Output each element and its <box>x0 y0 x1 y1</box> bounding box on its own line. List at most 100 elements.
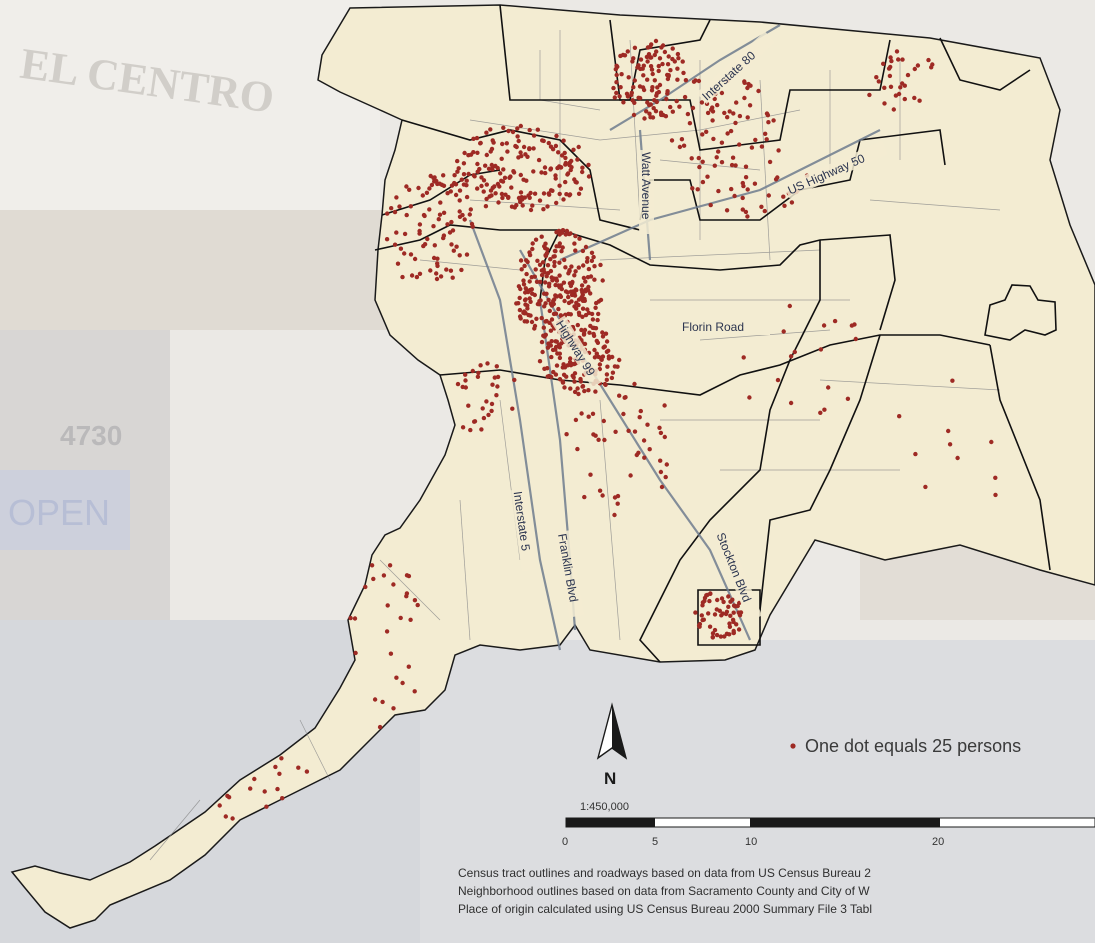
population-dot <box>766 193 771 198</box>
population-dot <box>624 91 630 97</box>
population-dot <box>580 248 586 254</box>
legend: One dot equals 25 persons <box>790 736 1021 756</box>
population-dot <box>546 191 551 196</box>
population-dot <box>652 98 657 103</box>
population-dot <box>553 293 558 298</box>
population-dot <box>612 512 617 518</box>
population-dot <box>654 91 660 96</box>
population-dot <box>549 303 555 308</box>
population-dot <box>792 349 797 355</box>
population-dot <box>592 277 597 282</box>
population-dot <box>483 204 489 209</box>
population-dot <box>522 263 527 269</box>
highway-99-label-bg <box>551 315 605 388</box>
population-dot <box>579 287 584 293</box>
population-dot <box>700 179 706 185</box>
population-dot <box>582 327 588 333</box>
population-dot <box>468 207 473 212</box>
population-dot <box>566 294 571 300</box>
population-dot <box>468 427 473 433</box>
population-dot <box>513 143 518 149</box>
population-dot <box>554 200 559 206</box>
population-dot <box>490 167 495 172</box>
population-dot <box>905 72 911 78</box>
population-dot <box>518 150 523 155</box>
population-dot <box>584 259 590 264</box>
population-dot <box>642 455 647 460</box>
population-dot <box>432 175 437 180</box>
population-dot <box>497 184 502 189</box>
population-dot <box>598 262 603 268</box>
population-dot <box>424 190 430 195</box>
population-dot <box>641 63 646 68</box>
population-dot <box>549 354 554 360</box>
population-dot <box>781 329 786 334</box>
population-dot <box>528 299 533 304</box>
population-dot <box>600 334 606 339</box>
population-dot <box>578 186 584 191</box>
population-dot <box>666 54 671 59</box>
population-dot <box>576 391 581 397</box>
population-dot <box>550 347 556 353</box>
population-dot <box>387 563 393 568</box>
population-dot <box>913 451 918 457</box>
population-dot <box>466 403 471 408</box>
population-dot <box>448 268 454 273</box>
population-dot <box>993 492 998 498</box>
population-dot <box>559 249 564 254</box>
population-dot <box>652 52 657 58</box>
population-dot <box>545 263 551 268</box>
population-dot <box>675 51 681 57</box>
population-dot <box>495 165 500 171</box>
population-dot <box>586 288 591 293</box>
population-dot <box>279 756 284 761</box>
population-dot <box>518 172 523 178</box>
population-dot <box>707 624 713 629</box>
population-dot <box>392 242 398 247</box>
population-dot <box>679 137 685 142</box>
population-dot <box>699 613 704 618</box>
population-dot <box>541 191 547 196</box>
population-dot <box>552 254 557 259</box>
population-dot <box>699 100 705 105</box>
population-dot <box>535 258 540 263</box>
population-dot <box>727 621 732 626</box>
population-dot <box>363 584 368 590</box>
population-dot <box>614 72 619 78</box>
population-dot <box>665 89 670 94</box>
population-dot <box>540 349 545 355</box>
population-dot <box>556 150 561 155</box>
population-dot <box>523 290 528 295</box>
population-dot <box>515 126 520 131</box>
population-dot <box>680 59 685 64</box>
population-dot <box>408 252 414 257</box>
population-dot <box>394 195 399 200</box>
population-dot <box>596 311 601 317</box>
credit-line-2: Neighborhood outlines based on data from… <box>458 884 870 898</box>
population-dot <box>500 141 505 147</box>
population-dot <box>882 101 887 106</box>
population-dot <box>484 399 489 404</box>
population-dot <box>408 204 413 209</box>
population-dot <box>700 617 705 623</box>
population-dot <box>477 166 482 172</box>
population-dot <box>516 138 521 144</box>
population-dot <box>582 388 587 394</box>
population-dot <box>523 286 528 291</box>
interstate-5-label-bg <box>510 488 537 572</box>
population-dot <box>572 379 577 384</box>
population-dot <box>581 263 586 268</box>
population-dot <box>252 776 257 782</box>
population-dot <box>546 284 552 289</box>
population-dot <box>560 230 565 235</box>
population-dot <box>416 185 421 191</box>
population-dot <box>578 379 584 384</box>
scale-segment <box>566 818 655 827</box>
population-dot <box>534 316 539 321</box>
population-dot <box>518 258 524 263</box>
population-dot <box>622 395 627 400</box>
us-highway-50-label-bg <box>783 140 889 199</box>
population-dot <box>484 152 489 158</box>
population-dot <box>517 307 523 313</box>
population-dot <box>717 608 722 613</box>
